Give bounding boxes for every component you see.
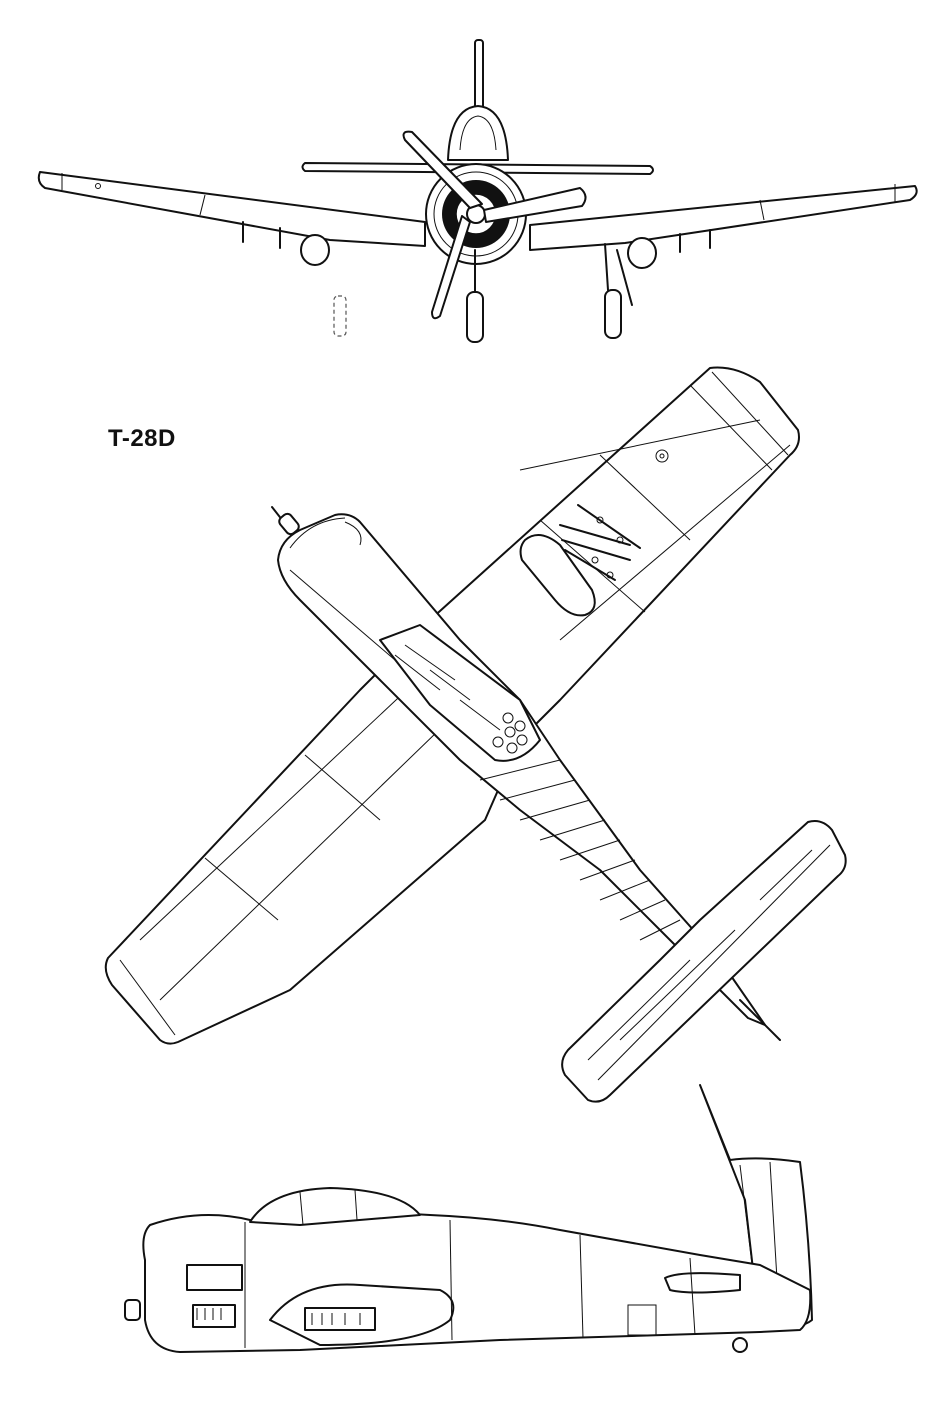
front-canopy bbox=[447, 105, 509, 161]
drop-tank bbox=[300, 234, 330, 266]
top-tailplane bbox=[561, 820, 847, 1103]
front-view bbox=[37, 39, 918, 343]
propeller-blade bbox=[402, 130, 483, 209]
side-view: 4 bbox=[124, 1084, 813, 1353]
top-view bbox=[104, 366, 847, 1103]
side-spinner bbox=[124, 1299, 141, 1321]
main-wheel bbox=[466, 291, 484, 343]
front-right-wing bbox=[529, 185, 918, 251]
rocket-rails bbox=[559, 504, 641, 581]
drop-tank bbox=[627, 237, 657, 269]
rocket-pod bbox=[492, 712, 528, 754]
tail-wheel bbox=[732, 1337, 748, 1353]
propeller-blade bbox=[483, 187, 587, 223]
front-left-wing bbox=[37, 171, 426, 247]
aircraft-designation: T-28D bbox=[108, 425, 176, 452]
side-canopy bbox=[249, 1187, 421, 1226]
propeller-blade bbox=[431, 215, 471, 320]
side-tailplane bbox=[664, 1272, 741, 1294]
front-fin bbox=[474, 39, 484, 116]
dashed-gear-outline bbox=[333, 295, 347, 337]
main-wheel bbox=[604, 289, 622, 339]
top-drop-tank bbox=[519, 534, 596, 617]
